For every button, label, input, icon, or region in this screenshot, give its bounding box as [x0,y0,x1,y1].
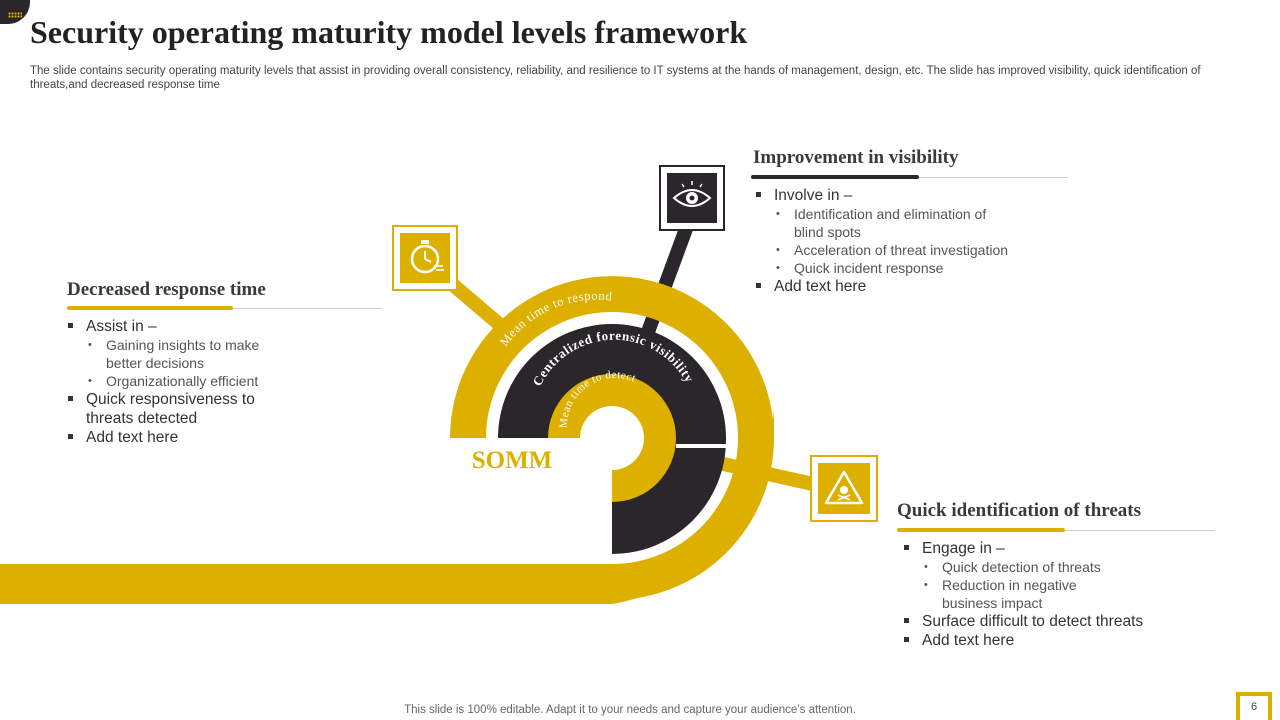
page-title: Security operating maturity model levels… [30,14,748,50]
visibility-section-accent [751,175,919,179]
sub-list-item: Quick detection of threats [922,558,1203,576]
threats-section-accent [897,528,1065,532]
connector-eye [638,215,697,343]
list-item: Surface difficult to detect threats [903,612,1203,631]
sub-list-item: Gaining insights to make better decision… [86,336,276,372]
sub-list-item: Reduction in negative business impact [922,576,1112,612]
threats-list: Engage in – Quick detection of threats R… [903,539,1203,650]
outer-ring-right [612,438,774,600]
list-item: Assist in – Gaining insights to make bet… [67,317,327,390]
list-item: Add text here [67,428,327,447]
eye-icon [659,165,725,231]
sub-list-item: Organizationally efficient [86,372,327,390]
page-subtitle: The slide contains security operating ma… [30,65,1201,91]
page-number: 6 [1236,692,1272,720]
visibility-section-title: Improvement in visibility [753,147,959,168]
response-list: Assist in – Gaining insights to make bet… [67,317,327,447]
list-item: Add text here [903,631,1203,650]
base-band [0,402,774,604]
corner-logo [0,0,30,24]
somm-label: SOMM [472,447,553,474]
list-item: Engage in – Quick detection of threats R… [903,539,1203,612]
visibility-list: Involve in – Identification and eliminat… [755,186,1035,296]
middle-ring [498,324,726,554]
inner-ring [548,374,676,502]
list-item: Quick responsiveness to threats detected [67,390,266,428]
sub-list-item: Acceleration of threat investigation [774,241,1035,259]
threats-section-title: Quick identification of threats [897,500,1142,521]
list-item: Involve in – Identification and eliminat… [755,186,1035,277]
response-section-accent [67,306,233,310]
stopwatch-icon [392,225,458,291]
sub-list-item: Identification and elimination of blind … [774,205,1014,241]
response-section-title: Decreased response time [67,279,266,300]
footer-note: This slide is 100% editable. Adapt it to… [404,704,856,716]
list-item: Add text here [755,277,1035,296]
outer-ring [450,276,774,438]
warning-skull-icon [810,455,878,522]
sub-list-item: Quick incident response [774,259,1035,277]
